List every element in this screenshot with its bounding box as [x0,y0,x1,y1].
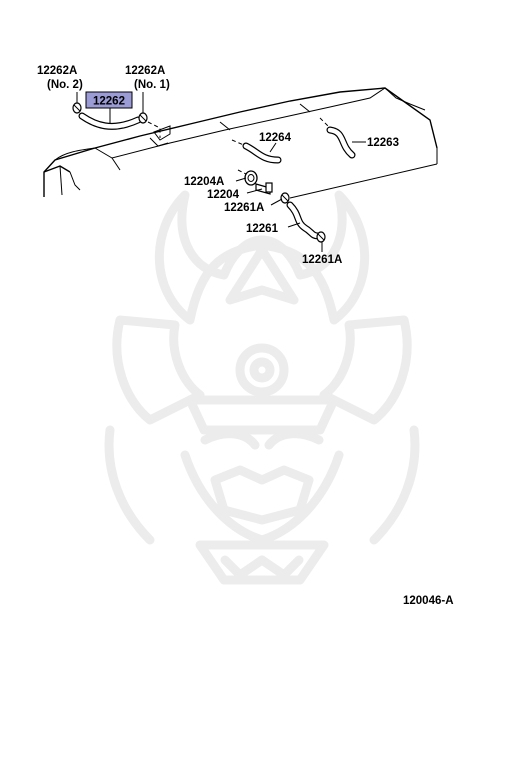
label-12204[interactable]: 12204 [207,189,240,201]
clamp-12262A-no2[interactable] [72,102,82,114]
cylinder-head-cover [43,87,438,199]
union-fitting [153,125,171,141]
highlight-box-12262[interactable] [85,91,133,109]
label-12262[interactable]: 12262 [93,96,125,108]
clamp-12261A-lower[interactable] [316,231,326,243]
label-12262A-no2-number[interactable]: 12262A [37,65,77,77]
samurai-helmet-icon [104,190,420,585]
label-12262A-no1-sub: (No. 1) [134,79,170,91]
label-12261A-upper[interactable]: 12261A [224,202,264,214]
hose-12264[interactable] [231,139,282,164]
leader-lines [76,92,366,252]
label-12262A-no2-sub: (No. 2) [47,79,83,91]
hose-12261[interactable] [286,201,322,240]
label-12204A[interactable]: 12204A [184,176,224,188]
clamp-12261A-upper[interactable] [280,192,290,204]
label-12262A-no1-number[interactable]: 12262A [125,65,165,77]
label-12261A-lower[interactable]: 12261A [302,254,342,266]
diagram-id: 120046-A [403,595,454,607]
hose-12262[interactable] [78,112,142,130]
label-12264[interactable]: 12264 [259,132,292,144]
label-12263[interactable]: 12263 [367,137,399,149]
label-12261[interactable]: 12261 [246,223,279,235]
pcv-valve-12204[interactable] [255,182,273,195]
hose-12263[interactable] [319,117,356,159]
grommet-12204A[interactable] [237,169,258,186]
clamp-12262A-no1[interactable] [138,112,148,124]
